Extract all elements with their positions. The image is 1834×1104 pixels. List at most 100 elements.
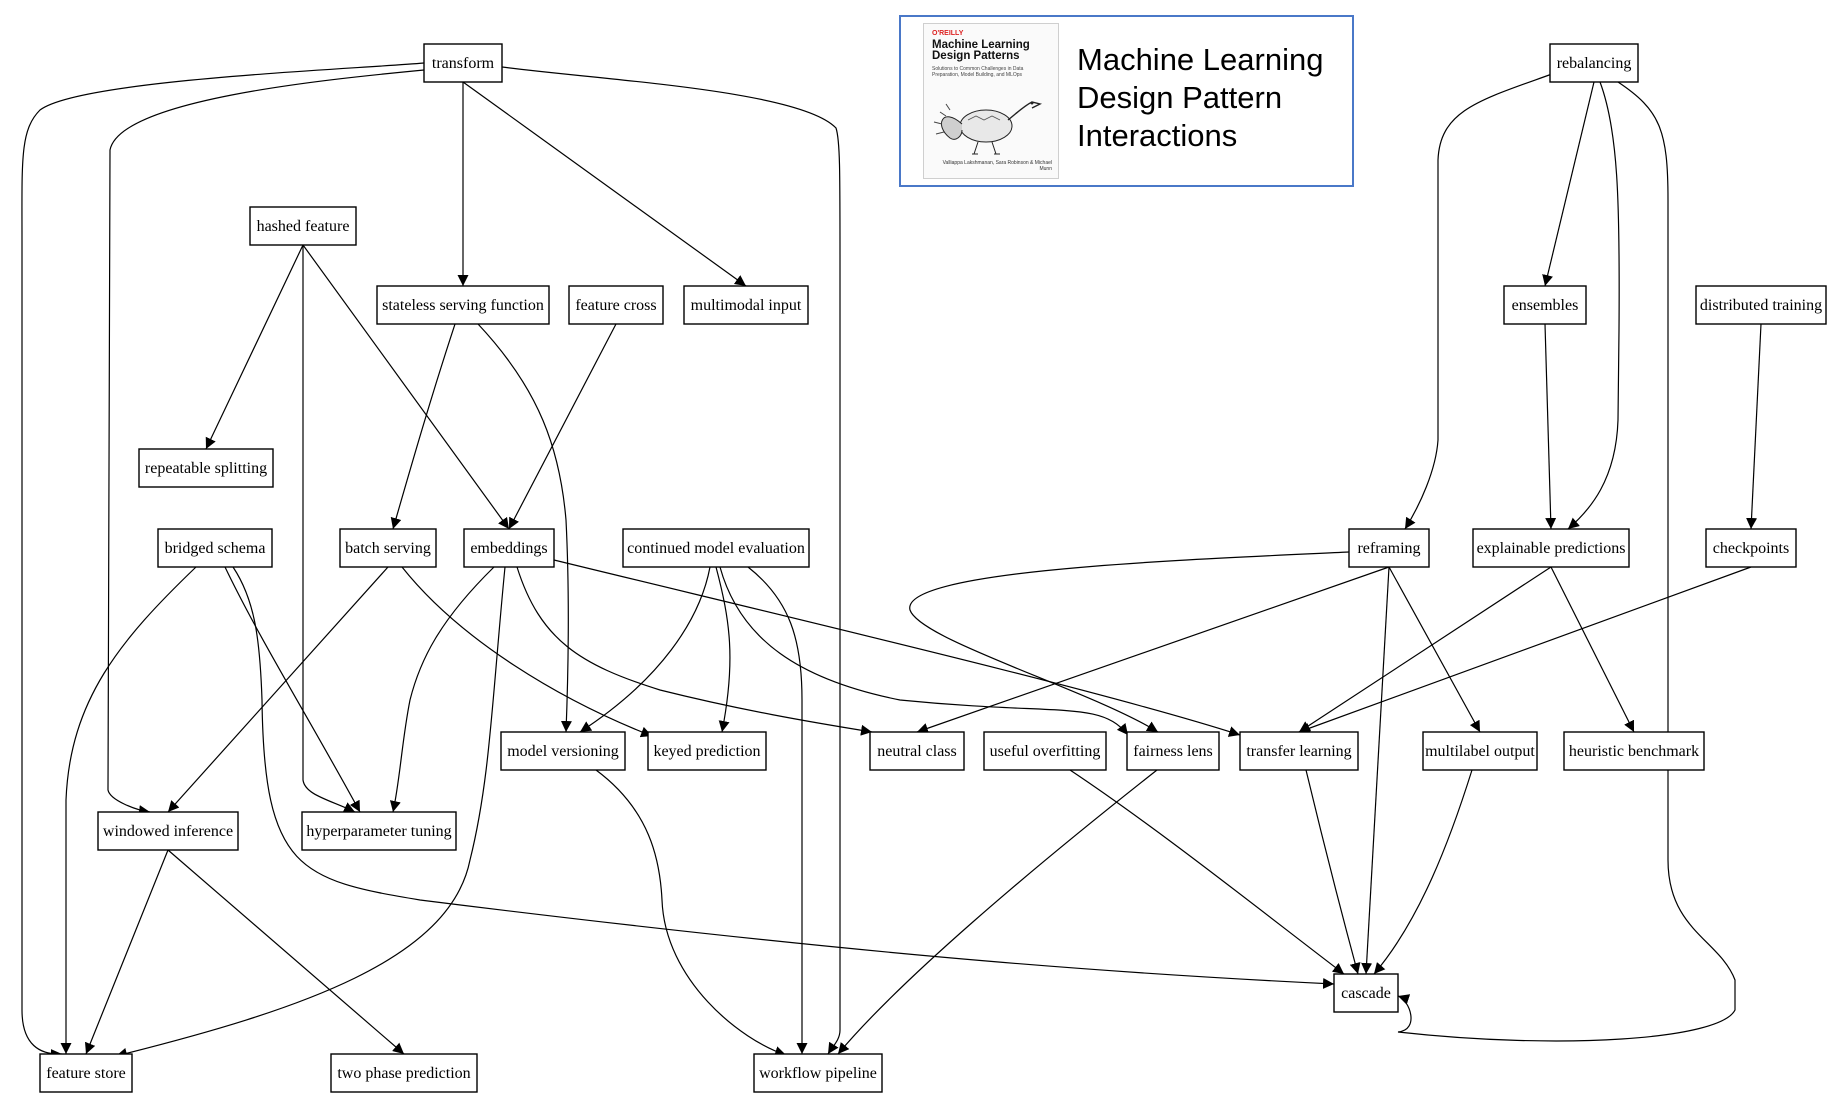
node-heuristic-benchmark: heuristic benchmark xyxy=(1563,731,1705,771)
edge-bridged-schema-to-cascade xyxy=(232,566,1335,989)
book-authors: Valliappa Lakshmanan, Sara Robinson & Mi… xyxy=(942,160,1052,172)
bird-illustration xyxy=(933,101,1043,155)
book-cover-image: O'REILLY Machine Learning Design Pattern… xyxy=(923,23,1059,179)
node-box xyxy=(138,448,274,488)
edge-bridged-schema-to-hyperparameter-tuning xyxy=(224,566,361,813)
node-label: multilabel output xyxy=(1425,743,1535,760)
edge-batch-serving-to-keyed-prediction xyxy=(401,566,653,738)
node-batch-serving: batch serving xyxy=(339,528,437,568)
edge-checkpoints-to-transfer-learning xyxy=(1298,566,1752,734)
node-bridged-schema: bridged schema xyxy=(157,528,273,568)
node-box xyxy=(1695,285,1827,325)
edge-reframing-to-neutral-class xyxy=(916,566,1390,734)
node-label: multimodal input xyxy=(691,297,802,314)
edge-reframing-to-fairness-lens xyxy=(909,551,1350,733)
diagram-title-line-2: Design Pattern xyxy=(1077,80,1283,115)
node-box xyxy=(983,731,1107,771)
edge-bridged-schema-to-feature-store xyxy=(60,566,197,1054)
node-box xyxy=(249,206,357,246)
edge-hashed-feature-to-embeddings xyxy=(302,244,510,530)
node-label: neutral class xyxy=(877,743,957,760)
edge-transform-to-windowed-inference xyxy=(107,69,425,816)
node-label: useful overfitting xyxy=(990,743,1101,760)
node-box xyxy=(463,528,555,568)
node-embeddings: embeddings xyxy=(463,528,555,568)
node-hyperparameter-tuning: hyperparameter tuning xyxy=(301,811,457,851)
node-box xyxy=(39,1053,133,1093)
node-cascade: cascade xyxy=(1333,973,1399,1013)
node-checkpoints: checkpoints xyxy=(1705,528,1797,568)
node-continued-model-evaluation: continued model evaluation xyxy=(622,528,810,568)
book-title: Machine Learning Design Patterns xyxy=(932,39,1030,62)
edge-continued-model-evaluation-to-workflow-pipeline xyxy=(747,566,808,1054)
edge-hashed-feature-to-hyperparameter-tuning xyxy=(302,245,356,813)
edge-useful-overfitting-to-cascade xyxy=(1069,769,1345,975)
edge-layer xyxy=(21,62,1762,1060)
node-distributed-training: distributed training xyxy=(1695,285,1827,325)
diagram-title-line-3: Interactions xyxy=(1077,118,1238,153)
edge-transform-to-feature-store xyxy=(21,62,425,1060)
diagram-title-line-1: Machine Learning xyxy=(1077,42,1324,77)
node-box xyxy=(1705,528,1797,568)
edge-continued-model-evaluation-to-model-versioning xyxy=(579,566,711,733)
node-label: keyed prediction xyxy=(653,743,760,760)
node-box xyxy=(330,1053,478,1093)
edge-embeddings-to-feature-store xyxy=(115,566,506,1059)
edge-explainable-predictions-to-heuristic-benchmark xyxy=(1550,566,1635,733)
node-model-versioning: model versioning xyxy=(500,731,626,771)
node-label: workflow pipeline xyxy=(759,1065,877,1082)
node-box xyxy=(301,811,457,851)
node-feature-store: feature store xyxy=(39,1053,133,1093)
node-hashed-feature: hashed feature xyxy=(249,206,357,246)
node-label: repeatable splitting xyxy=(145,460,267,477)
node-label: hyperparameter tuning xyxy=(306,823,451,840)
node-repeatable-splitting: repeatable splitting xyxy=(138,448,274,488)
node-label: feature store xyxy=(46,1065,126,1082)
node-box xyxy=(753,1053,883,1093)
node-multilabel-output: multilabel output xyxy=(1422,731,1538,771)
edge-reframing-to-multilabel-output xyxy=(1388,566,1481,733)
node-label: fairness lens xyxy=(1133,743,1213,760)
node-workflow-pipeline: workflow pipeline xyxy=(753,1053,883,1093)
node-box xyxy=(1472,528,1630,568)
node-label: heuristic benchmark xyxy=(1569,743,1699,760)
node-label: feature cross xyxy=(575,297,656,314)
node-box xyxy=(1503,285,1587,325)
node-transfer-learning: transfer learning xyxy=(1239,731,1359,771)
node-windowed-inference: windowed inference xyxy=(97,811,239,851)
node-explainable-predictions: explainable predictions xyxy=(1472,528,1630,568)
node-label: bridged schema xyxy=(165,540,266,557)
node-neutral-class: neutral class xyxy=(869,731,965,771)
edge-feature-cross-to-embeddings xyxy=(508,323,617,530)
node-label: model versioning xyxy=(507,743,619,760)
edge-continued-model-evaluation-to-keyed-prediction xyxy=(715,566,731,733)
edge-embeddings-to-hyperparameter-tuning xyxy=(389,566,495,813)
edge-windowed-inference-to-two-phase-prediction xyxy=(167,849,405,1055)
node-box xyxy=(97,811,239,851)
edge-stateless-serving-function-to-batch-serving xyxy=(390,323,456,530)
node-box xyxy=(1239,731,1359,771)
node-label: stateless serving function xyxy=(382,297,544,314)
node-label: hashed feature xyxy=(257,218,350,235)
diagram-title: Machine Learning Design Pattern Interact… xyxy=(1077,41,1347,155)
edge-hashed-feature-to-repeatable-splitting xyxy=(205,244,304,450)
node-reframing: reframing xyxy=(1348,528,1430,568)
node-useful-overfitting: useful overfitting xyxy=(983,731,1107,771)
node-box xyxy=(157,528,273,568)
edge-windowed-inference-to-feature-store xyxy=(84,849,169,1055)
node-box xyxy=(869,731,965,771)
node-label: ensembles xyxy=(1512,297,1579,314)
node-two-phase-prediction: two phase prediction xyxy=(330,1053,478,1093)
edge-stateless-serving-function-to-model-versioning xyxy=(477,323,572,733)
node-label: rebalancing xyxy=(1557,55,1632,72)
node-box xyxy=(1563,731,1705,771)
node-box xyxy=(1549,43,1639,83)
edge-batch-serving-to-windowed-inference xyxy=(167,566,389,813)
title-panel: O'REILLY Machine Learning Design Pattern… xyxy=(899,15,1354,187)
node-fairness-lens: fairness lens xyxy=(1126,731,1220,771)
node-label: embeddings xyxy=(470,540,547,557)
node-label: cascade xyxy=(1341,985,1391,1002)
node-box xyxy=(647,731,767,771)
